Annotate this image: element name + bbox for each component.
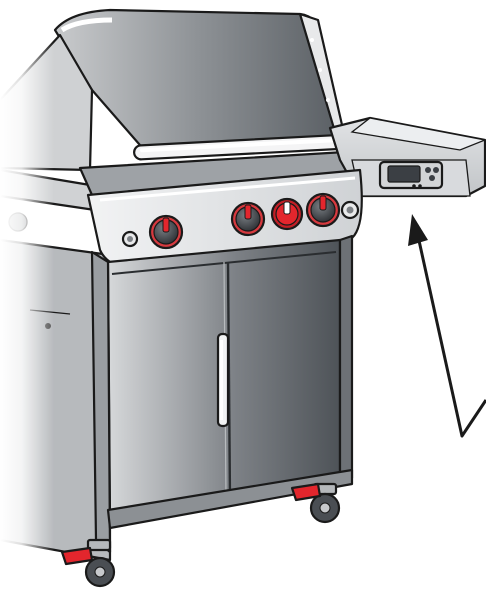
burner-knob-3-highlighted	[272, 199, 302, 229]
door-handle	[218, 334, 228, 426]
pointer-arrow	[408, 214, 486, 436]
burner-knob-2	[232, 203, 264, 235]
brake-pedal	[292, 484, 320, 500]
left-fade-overlay	[0, 0, 180, 590]
display-unit	[380, 162, 442, 188]
burner-knob-4	[307, 194, 339, 226]
